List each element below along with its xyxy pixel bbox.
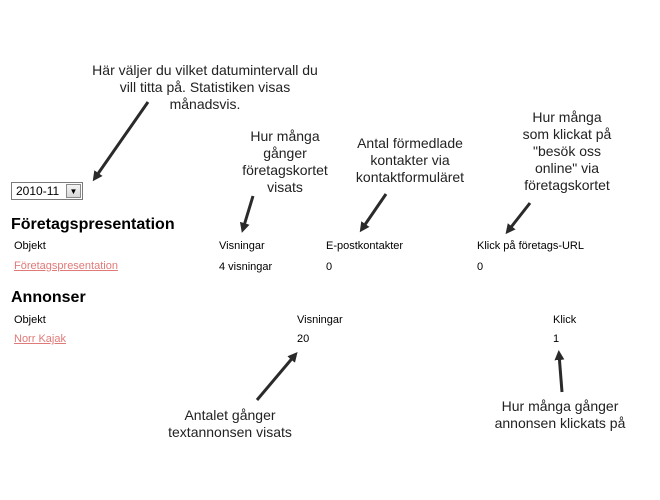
note-line: textannonsen visats	[168, 424, 292, 440]
note-line: annonsen klickats på	[494, 415, 626, 431]
views-arrow	[239, 195, 255, 233]
company-emails-value: 0	[326, 261, 333, 273]
ads-views-value: 20	[297, 333, 310, 345]
company-header-emails: E-postkontakter	[326, 240, 404, 252]
company-clicks-value: 0	[477, 261, 484, 273]
note-line: visats	[267, 179, 303, 195]
note-line: Här väljer du vilket datumintervall du	[92, 62, 318, 78]
note-line: kontakter via	[370, 152, 450, 168]
company-header-clicks: Klick på företags-URL	[477, 240, 584, 252]
note-line: Antal förmedlade	[357, 135, 463, 151]
contacts-note: Antal förmedlade kontakter via kontaktfo…	[345, 135, 475, 186]
note-line: som klickat på	[522, 126, 612, 142]
date-range-arrow	[92, 101, 150, 182]
company-object-link[interactable]: Företagspresentation	[14, 260, 118, 272]
company-section-title: Företagspresentation	[11, 216, 175, 233]
chevron-down-icon[interactable]: ▼	[66, 184, 81, 198]
ads-header-clicks: Klick	[553, 314, 577, 326]
ad-clicks-note: Hur många gånger annonsen klickats på	[470, 398, 650, 432]
note-line: "besök oss	[532, 143, 601, 159]
company-header-object: Objekt	[14, 240, 46, 252]
date-range-note: Här väljer du vilket datumintervall du v…	[60, 62, 350, 113]
note-line: gånger	[263, 145, 307, 161]
clicks-note: Hur många som klickat på "besök oss onli…	[507, 109, 627, 194]
ad-views-note: Antalet gånger textannonsen visats	[150, 407, 310, 441]
note-line: företagskortet	[524, 177, 610, 193]
note-line: Antalet gånger	[184, 407, 276, 423]
ads-object-link[interactable]: Norr Kajak	[14, 333, 66, 345]
ad-views-arrow	[255, 351, 298, 401]
note-line: vill titta på. Statistiken visas	[119, 79, 291, 95]
date-select[interactable]: 2010-11 ▼	[11, 182, 83, 200]
ad-clicks-arrow	[554, 350, 565, 393]
views-note: Hur många gånger företagskortet visats	[225, 128, 345, 196]
company-header-views: Visningar	[219, 240, 265, 252]
note-line: online" via	[534, 160, 600, 176]
note-line: Hur många	[250, 128, 320, 144]
clicks-arrow	[505, 202, 532, 235]
company-views-value: 4 visningar	[219, 261, 273, 273]
ads-header-object: Objekt	[14, 314, 46, 326]
note-line: månadsvis.	[169, 96, 241, 112]
contacts-arrow	[359, 193, 388, 233]
note-line: företagskortet	[242, 162, 328, 178]
note-line: kontaktformuläret	[355, 169, 465, 185]
ads-clicks-value: 1	[553, 333, 560, 345]
date-select-value: 2010-11	[16, 184, 60, 198]
note-line: Hur många	[532, 109, 602, 125]
ads-section-title: Annonser	[11, 289, 86, 306]
note-line: Hur många gånger	[501, 398, 619, 414]
ads-header-views: Visningar	[297, 314, 343, 326]
